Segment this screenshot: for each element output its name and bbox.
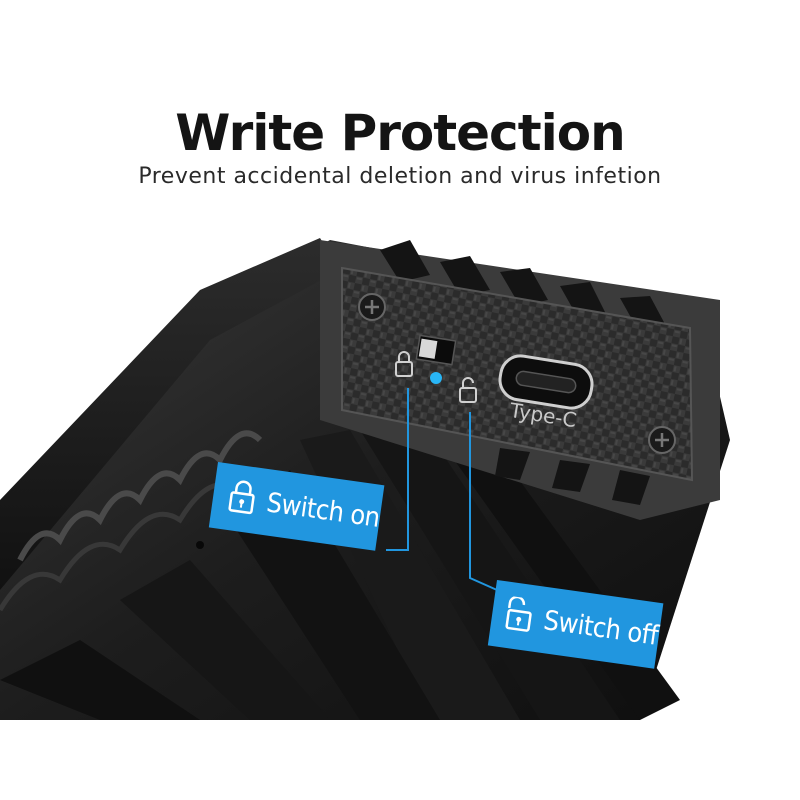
callout-label: Switch on <box>264 486 382 534</box>
callout-switch-on: Switch on <box>208 462 385 551</box>
callout-switch-off: Switch off <box>487 580 664 669</box>
page-subtitle: Prevent accidental deletion and virus in… <box>138 164 662 189</box>
locked-padlock-icon <box>227 478 258 519</box>
callout-label: Switch off <box>541 604 660 652</box>
leader-lines <box>386 388 498 591</box>
end-cap <box>320 240 720 520</box>
unlocked-padlock-icon <box>504 595 535 637</box>
page-title: Write Protection <box>175 104 625 162</box>
